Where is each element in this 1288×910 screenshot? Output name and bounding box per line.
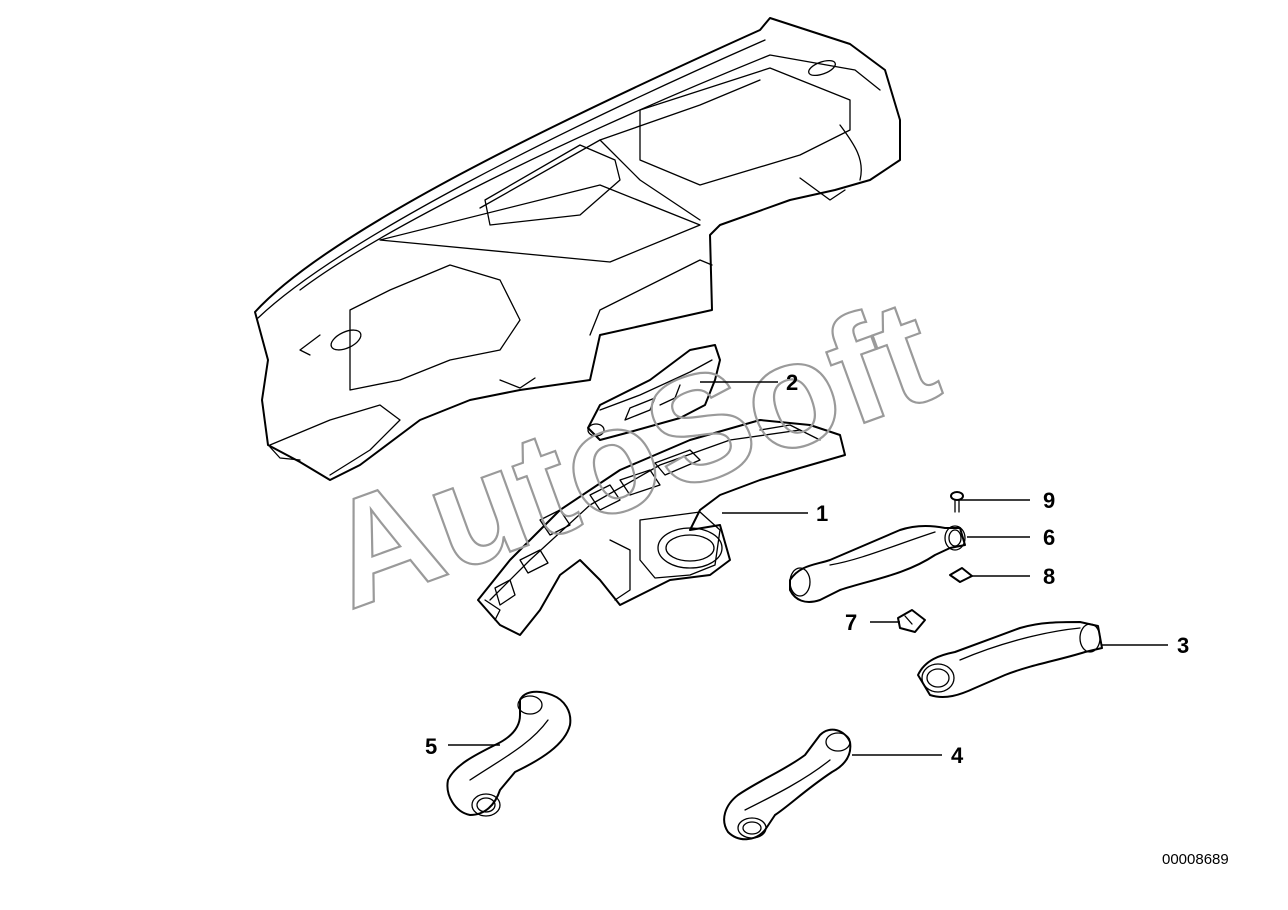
part-8-clip xyxy=(949,567,973,583)
part-1-center-duct xyxy=(477,419,846,636)
part-6-hose xyxy=(789,524,966,603)
callout-7: 7 xyxy=(845,610,857,635)
part-2-duct xyxy=(587,344,721,441)
dashboard-panel xyxy=(254,17,901,481)
part-5-hose xyxy=(446,690,572,817)
callouts: 2 1 9 6 8 7 3 4 5 xyxy=(425,370,1189,768)
callout-8: 8 xyxy=(1043,564,1055,589)
callout-2: 2 xyxy=(786,370,798,395)
callout-3: 3 xyxy=(1177,633,1189,658)
part-4-hose xyxy=(723,728,852,841)
callout-1: 1 xyxy=(816,501,828,526)
part-9-screw xyxy=(950,491,964,513)
callout-5: 5 xyxy=(425,734,437,759)
callout-4: 4 xyxy=(951,743,964,768)
callout-9: 9 xyxy=(1043,488,1055,513)
callout-6: 6 xyxy=(1043,525,1055,550)
leader-lines xyxy=(448,381,1168,756)
part-3-hose xyxy=(917,621,1103,698)
diagram-id-label: 00008689 xyxy=(1162,851,1229,868)
part-7-clip xyxy=(897,609,926,633)
